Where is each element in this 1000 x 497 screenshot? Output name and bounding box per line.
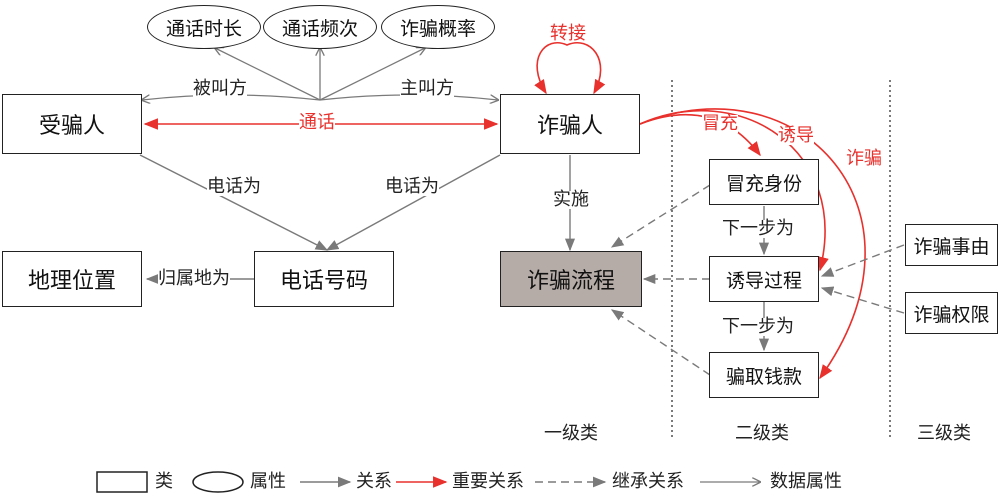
edge-transfer [534, 42, 606, 95]
legend-inheritance-label: 继承关系 [612, 471, 684, 492]
label-implements: 实施 [553, 189, 589, 210]
entity-impersonate-identity: 冒充身份 [709, 159, 819, 205]
label-belongs-to: 归属地为 [158, 268, 230, 289]
entity-fraud-authority: 诈骗权限 [905, 292, 998, 334]
label-caller: 主叫方 [400, 78, 454, 99]
edge-inherit-authority [820, 286, 905, 314]
level-3-title: 三级类 [917, 423, 971, 444]
attribute-call-frequency: 通话频次 [263, 5, 377, 49]
label-induce: 诱导 [778, 125, 814, 146]
level-1-title: 一级类 [544, 423, 598, 444]
legend-class-swatch [96, 471, 148, 493]
edge-duration [215, 48, 321, 101]
edge-inherit-reason [820, 244, 905, 277]
label-transfer: 转接 [550, 23, 586, 44]
entity-induce-process: 诱导过程 [709, 256, 819, 302]
edge-inherit-defraud [610, 309, 711, 376]
entity-location: 地理位置 [2, 251, 142, 307]
label-fraudster-phone: 电话为 [385, 176, 439, 197]
attribute-fraud-probability: 诈骗概率 [381, 5, 495, 49]
edge-victim-phone [139, 154, 329, 251]
edge-defraud [639, 108, 866, 380]
edge-fraudster-phone [325, 154, 501, 251]
label-defraud: 诈骗 [846, 148, 882, 169]
label-callee: 被叫方 [193, 78, 247, 99]
label-next-step-2: 下一步为 [722, 316, 794, 337]
edge-probability [319, 48, 425, 101]
entity-phone: 电话号码 [254, 251, 394, 307]
entity-defraud-money: 骗取钱款 [709, 352, 819, 398]
legend-important-relation-label: 重要关系 [452, 471, 524, 492]
entity-fraudster: 诈骗人 [500, 94, 640, 154]
edge-inherit-impersonate [610, 184, 711, 248]
label-victim-phone: 电话为 [207, 176, 261, 197]
label-next-step-1: 下一步为 [722, 218, 794, 239]
attribute-call-duration: 通话时长 [147, 5, 261, 49]
label-impersonate: 冒充 [702, 113, 738, 134]
legend-data-attribute-label: 数据属性 [770, 471, 842, 492]
legend-attribute-swatch [192, 471, 244, 493]
edge-impersonate [639, 113, 761, 157]
entity-fraud-process: 诈骗流程 [500, 251, 642, 307]
legend-relation-label: 关系 [356, 471, 392, 492]
entity-fraud-reason: 诈骗事由 [905, 224, 998, 266]
legend-class-label: 类 [155, 471, 173, 492]
label-call: 通话 [299, 112, 335, 133]
legend-attribute-label: 属性 [250, 471, 286, 492]
entity-victim: 受骗人 [2, 94, 142, 154]
level-2-title: 二级类 [735, 423, 789, 444]
